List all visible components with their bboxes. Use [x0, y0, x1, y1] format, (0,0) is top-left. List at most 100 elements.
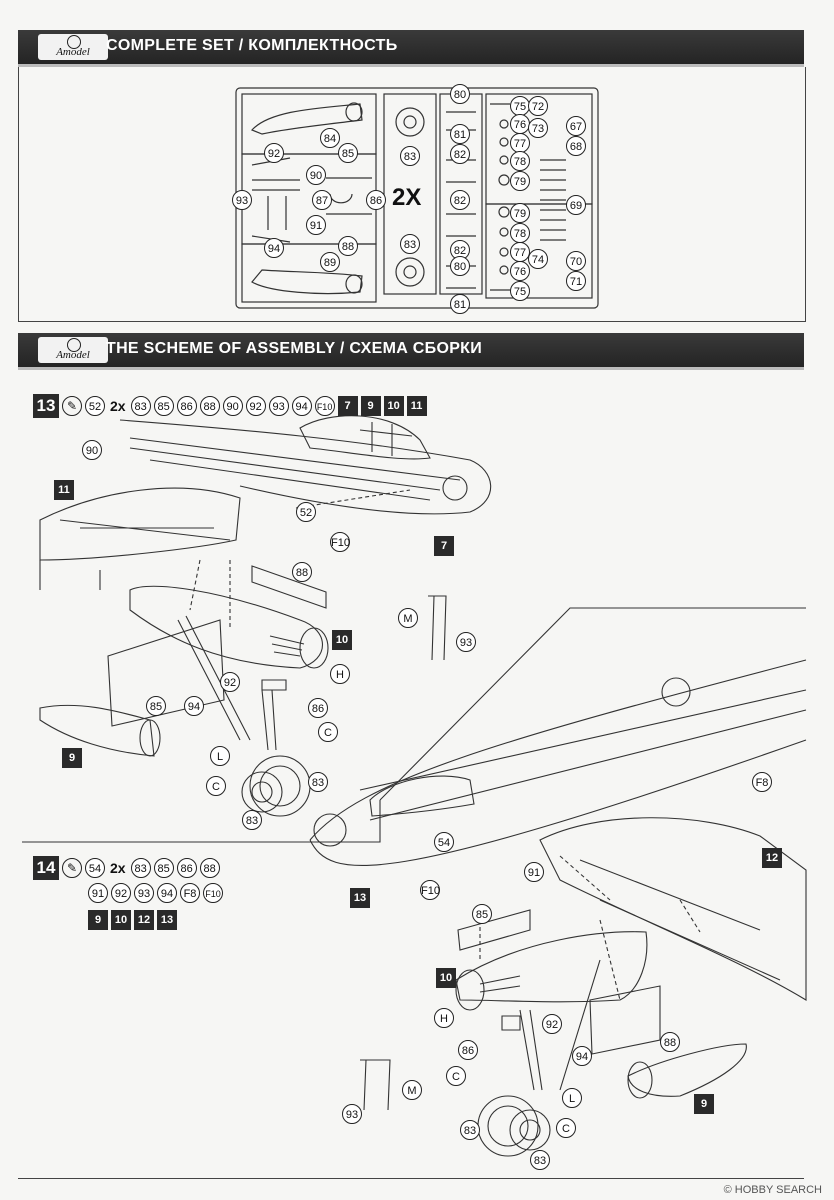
callout: 85 — [472, 904, 492, 924]
part-badge: 83 — [130, 396, 151, 416]
part-badge: F10 — [314, 396, 335, 416]
part-badge: F10 — [203, 883, 223, 903]
callout: 92 — [542, 1014, 562, 1034]
callout: M — [402, 1080, 422, 1100]
sprue-label: 68 — [566, 136, 586, 156]
step-number: 13 — [33, 394, 59, 418]
callout: C — [556, 1118, 576, 1138]
sprue-label: 73 — [528, 118, 548, 138]
sprue-label: 94 — [264, 238, 284, 258]
sprue-label: 76 — [510, 261, 530, 281]
callout: F10 — [420, 880, 440, 900]
part-badge: 54 — [85, 858, 105, 878]
watermark: © HOBBY SEARCH — [723, 1184, 822, 1196]
sprue-label: 91 — [306, 215, 326, 235]
sprue-label: 75 — [510, 96, 530, 116]
subassembly-badge: 11 — [406, 396, 427, 416]
callout: 11 — [54, 480, 74, 500]
callout: C — [318, 722, 338, 742]
callout: 88 — [292, 562, 312, 582]
callout: 85 — [146, 696, 166, 716]
step-number: 14 — [33, 856, 59, 880]
sprue-label: 87 — [312, 190, 332, 210]
sprue-label: 82 — [450, 190, 470, 210]
sprue-label: 77 — [510, 133, 530, 153]
callout: 94 — [184, 696, 204, 716]
glue-icon: ✎ — [62, 858, 82, 878]
assembly-scheme-banner: Amodel THE SCHEME OF ASSEMBLY / СХЕМА СБ… — [18, 333, 804, 370]
part-badge: 93 — [268, 396, 289, 416]
sprue-label: 79 — [510, 171, 530, 191]
callout: 52 — [296, 502, 316, 522]
callout: C — [206, 776, 226, 796]
complete-set-title: COMPLETE SET / КОМПЛЕКТНОСТЬ — [106, 37, 398, 54]
part-badge: 83 — [130, 858, 151, 878]
subassembly-badge: 13 — [157, 910, 177, 930]
sprue-label: 78 — [510, 223, 530, 243]
sprue-label: 85 — [338, 143, 358, 163]
callout: 7 — [434, 536, 454, 556]
sprue-label: 83 — [400, 234, 420, 254]
sprue-label: 71 — [566, 271, 586, 291]
step-13-header: 13 ✎ 52 2x 83 85 86 88 90 92 93 94 F10 7… — [33, 394, 427, 418]
glue-icon: ✎ — [62, 396, 82, 416]
part-badge: 93 — [134, 883, 154, 903]
callout: 86 — [308, 698, 328, 718]
sprue-multiplier: 2X — [392, 184, 422, 211]
callout: 54 — [434, 832, 454, 852]
callout: L — [210, 746, 230, 766]
sprue-label: 70 — [566, 251, 586, 271]
subassembly-badge: 9 — [360, 396, 381, 416]
sprue-label: 79 — [510, 203, 530, 223]
part-badge: 52 — [85, 396, 105, 416]
callout: H — [330, 664, 350, 684]
sprue-label: 83 — [400, 146, 420, 166]
part-badge: 92 — [245, 396, 266, 416]
subassembly-badge: 9 — [88, 910, 108, 930]
sprue-label: 77 — [510, 242, 530, 262]
sprue-label: 84 — [320, 128, 340, 148]
sprue-label: 75 — [510, 281, 530, 301]
assembly-scheme-title: THE SCHEME OF ASSEMBLY / СХЕМА СБОРКИ — [106, 340, 483, 357]
sprue-label: 93 — [232, 190, 252, 210]
amodel-logo: Amodel — [38, 34, 108, 60]
sprue-label: 81 — [450, 124, 470, 144]
callout: 93 — [342, 1104, 362, 1124]
complete-set-frame — [18, 67, 806, 322]
step-14-header-line2: 91 92 93 94 F8 F10 — [88, 883, 223, 903]
part-badge: F8 — [180, 883, 200, 903]
callout: 90 — [82, 440, 102, 460]
part-badge: 85 — [153, 396, 174, 416]
callout: L — [562, 1088, 582, 1108]
sprue-label: 89 — [320, 252, 340, 272]
callout: 10 — [436, 968, 456, 988]
part-badge: 85 — [153, 858, 174, 878]
sprue-label: 82 — [450, 144, 470, 164]
sprue-label: 90 — [306, 165, 326, 185]
subassembly-badge: 7 — [337, 396, 358, 416]
callout: F10 — [330, 532, 350, 552]
sprue-label: 92 — [264, 143, 284, 163]
callout: 86 — [458, 1040, 478, 1060]
callout: 92 — [220, 672, 240, 692]
sprue-label: 69 — [566, 195, 586, 215]
callout: 93 — [456, 632, 476, 652]
part-badge: 92 — [111, 883, 131, 903]
part-badge: 88 — [199, 396, 220, 416]
callout: 94 — [572, 1046, 592, 1066]
assembly-frame — [18, 370, 804, 1179]
multiplier: 2x — [110, 398, 126, 414]
callout: 91 — [524, 862, 544, 882]
callout: 83 — [308, 772, 328, 792]
part-badge: 94 — [157, 883, 177, 903]
callout: 9 — [694, 1094, 714, 1114]
part-badge: 86 — [176, 396, 197, 416]
part-badge: 90 — [222, 396, 243, 416]
sprue-label: 67 — [566, 116, 586, 136]
sprue-label: 72 — [528, 96, 548, 116]
step-14-header-line1: 14 ✎ 54 2x 83 85 86 88 — [33, 856, 220, 880]
callout: 83 — [460, 1120, 480, 1140]
callout: 13 — [350, 888, 370, 908]
callout: 83 — [242, 810, 262, 830]
subassembly-badge: 10 — [383, 396, 404, 416]
